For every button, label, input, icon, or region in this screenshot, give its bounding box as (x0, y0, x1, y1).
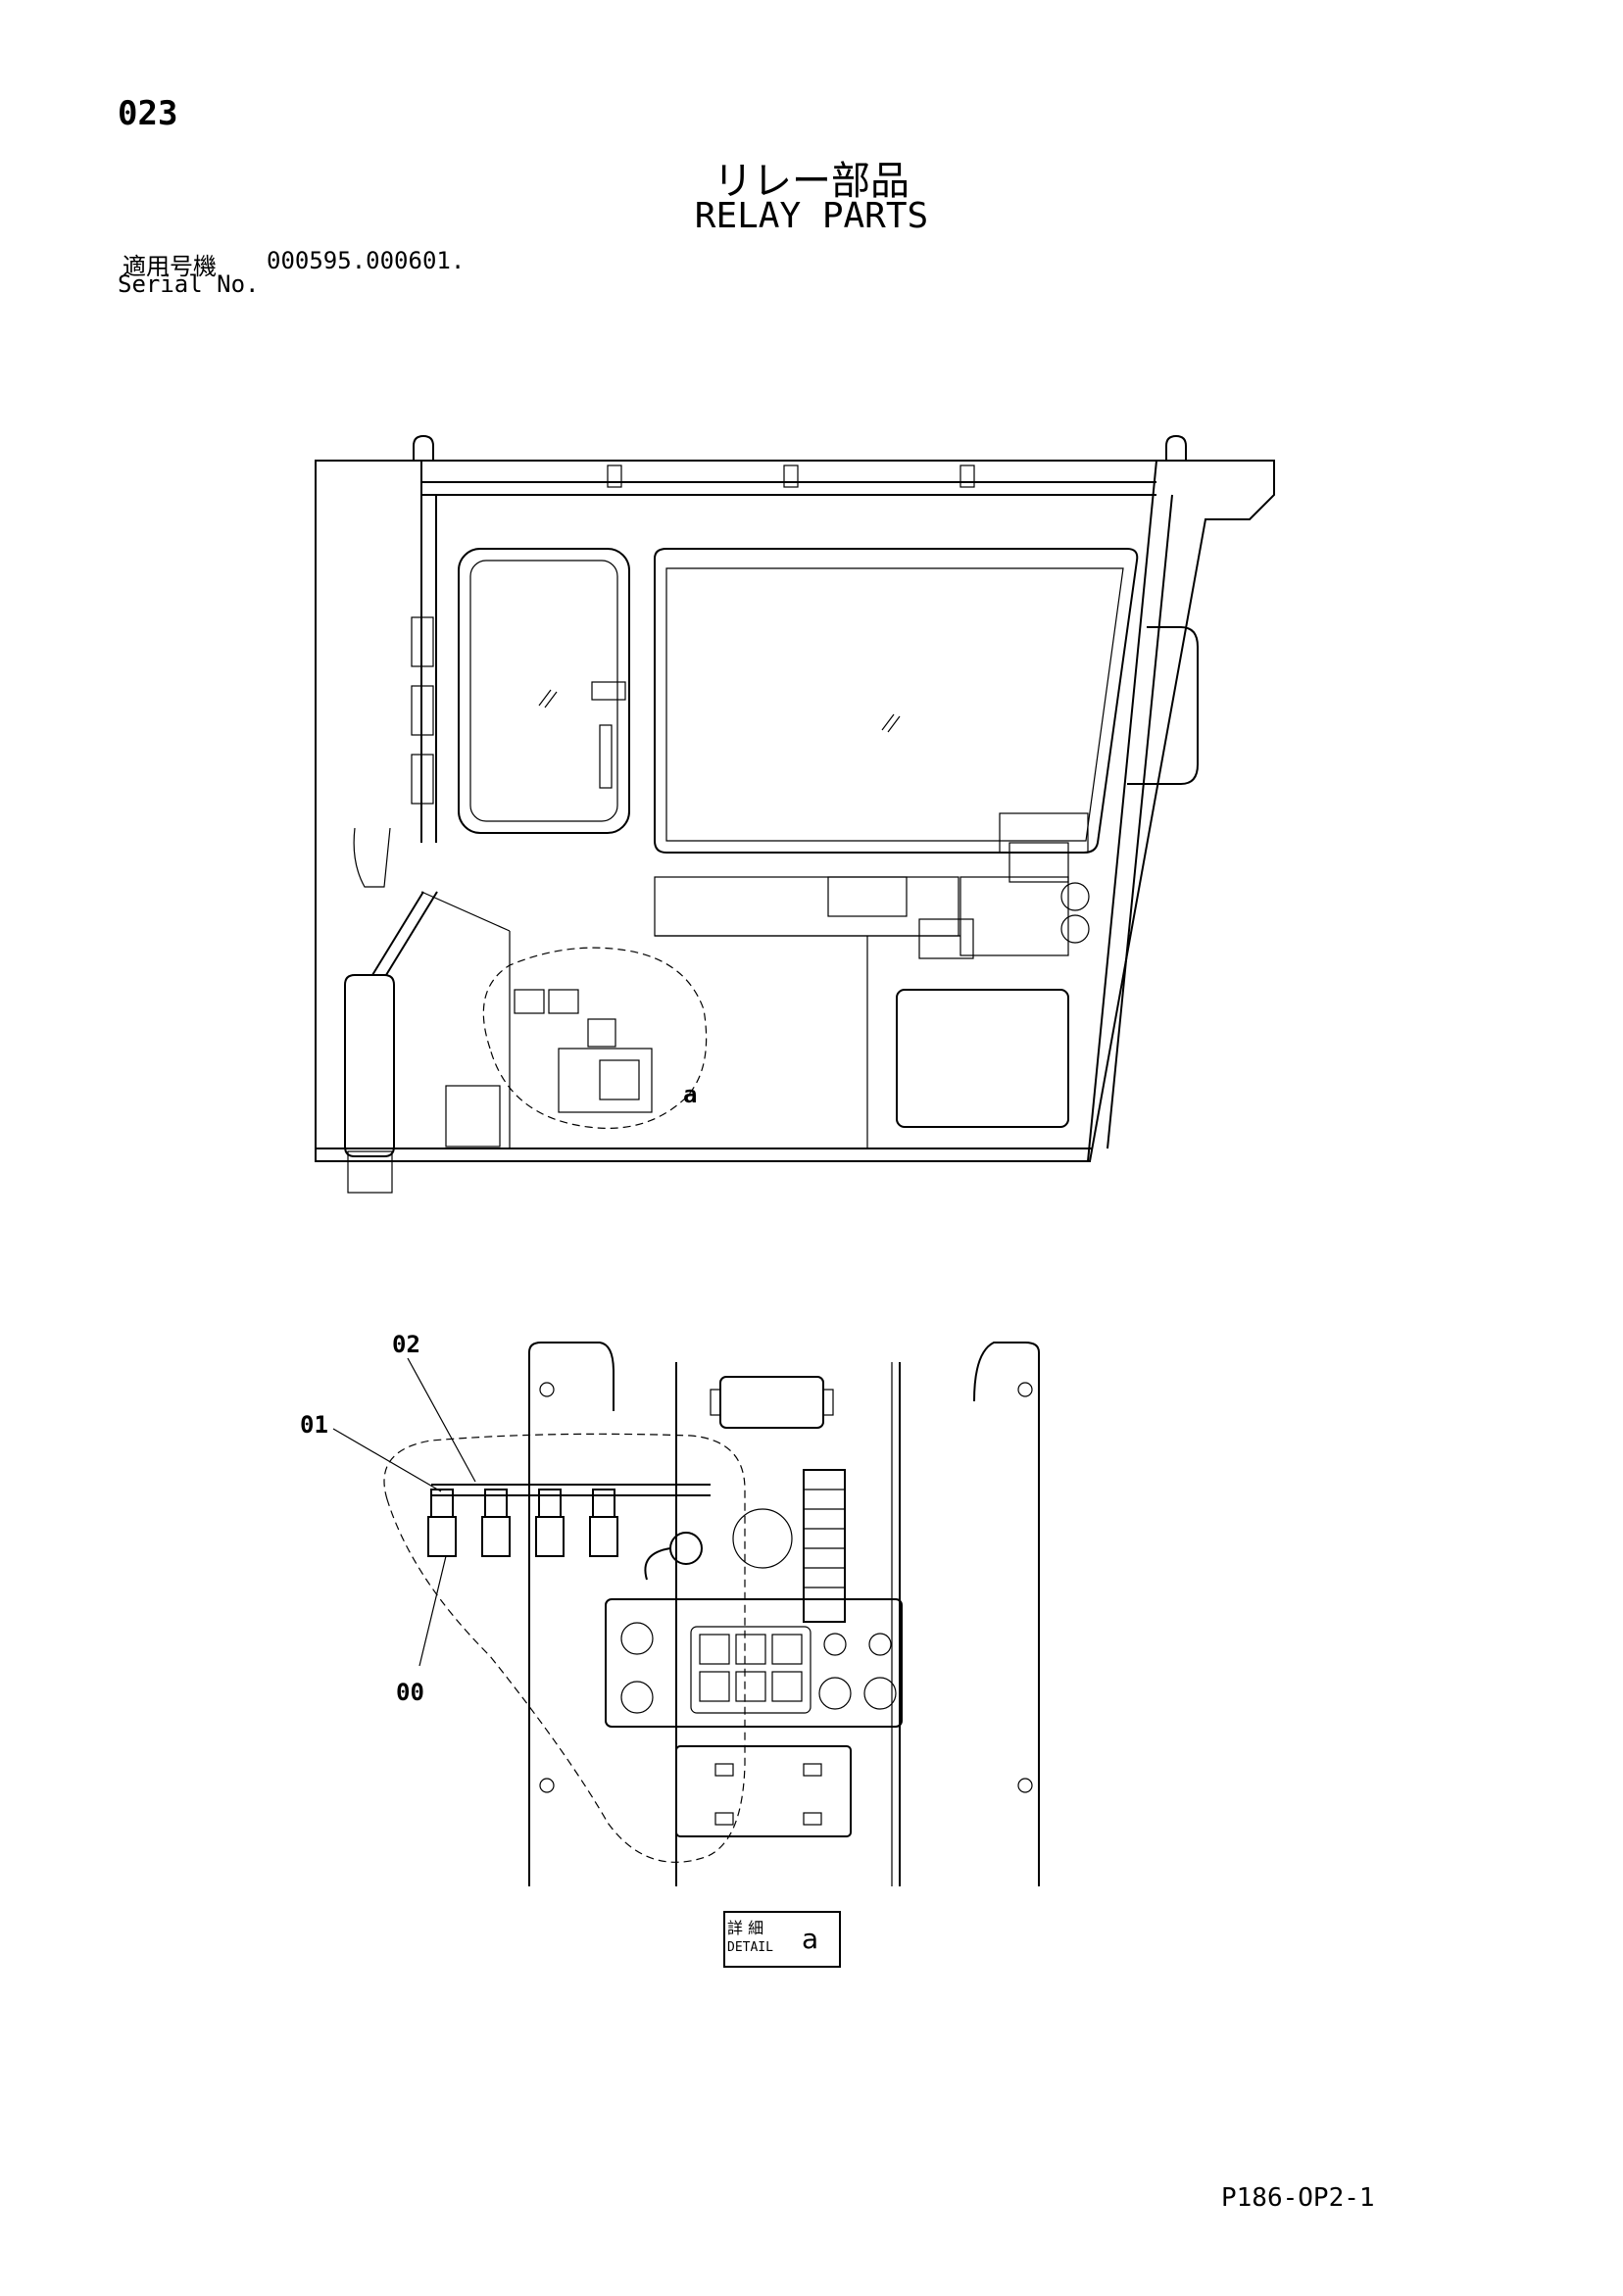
page-title-en: RELAY PARTS (694, 196, 929, 236)
serial-label-en: Serial No. (118, 270, 260, 298)
detail-tag-en: DETAIL (727, 1940, 773, 1955)
callout-02: 02 (392, 1331, 420, 1358)
leader-01 (332, 1428, 442, 1492)
detail-tag-jp: 詳 細 (727, 1919, 764, 1937)
callout-01: 01 (300, 1411, 328, 1439)
leader-02 (407, 1357, 476, 1483)
page-title-jp: リレー部品 (713, 159, 910, 204)
detail-tag-box (723, 1911, 841, 1968)
serial-label-jp: 適用号機 (123, 253, 217, 280)
page-number: 023 (118, 94, 178, 133)
relay-panel-detail (383, 1342, 1040, 1886)
detail-tag-letter: a (802, 1923, 819, 1955)
serial-value: 000595.000601. (267, 247, 466, 274)
cab-side-view (315, 434, 1275, 1194)
leader-00 (418, 1555, 447, 1667)
detail-callout-letter: a (683, 1081, 697, 1108)
callout-00: 00 (396, 1679, 424, 1706)
drawing-code: P186-OP2-1 (1221, 2183, 1375, 2213)
